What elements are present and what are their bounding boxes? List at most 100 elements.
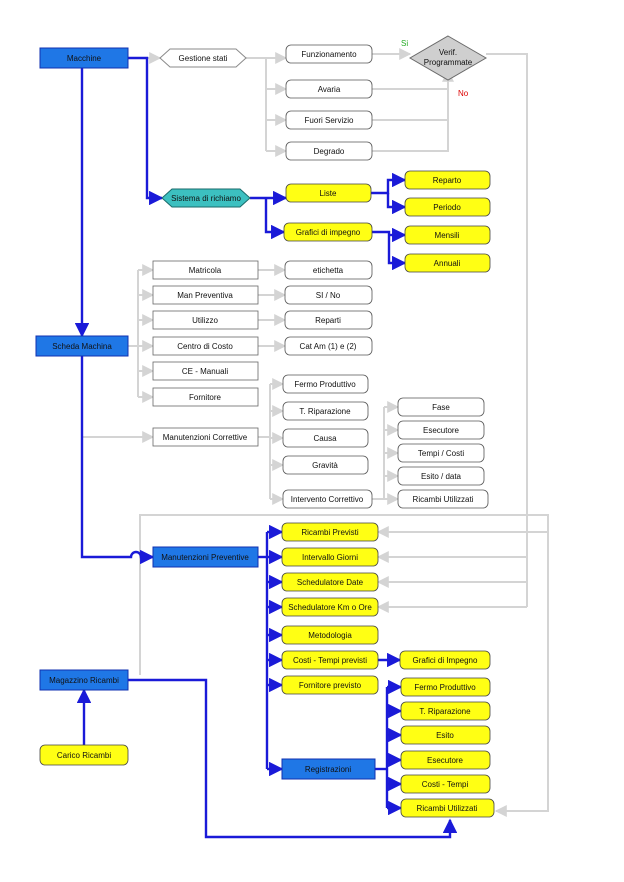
node-grafici-impegno-1-label: Grafici di impegno (296, 228, 361, 237)
node-fermo-produttivo-1[interactable]: Fermo Produttivo (282, 374, 369, 394)
node-metodologia-label: Metodologia (308, 631, 352, 640)
node-annuali[interactable]: Annuali (404, 253, 491, 273)
node-degrado[interactable]: Degrado (285, 141, 373, 161)
node-esecutore-1-label: Esecutore (423, 426, 460, 435)
node-tempi-costi-1[interactable]: Tempi / Costi (397, 443, 485, 463)
node-etichetta[interactable]: etichetta (284, 260, 373, 280)
node-ricambi-utilizzati-1[interactable]: Ricambi Utilizzati (397, 489, 489, 509)
node-man-preventiva[interactable]: Man Preventiva (152, 285, 259, 305)
node-esito-label: Esito (436, 731, 454, 740)
node-liste-label: Liste (320, 189, 337, 198)
node-magazzino-ricambi[interactable]: Magazzino Ricambi (39, 669, 129, 691)
node-degrado-label: Degrado (314, 147, 345, 156)
node-scheda-machina[interactable]: Scheda Machina (35, 335, 129, 357)
node-si-no-label: SI / No (316, 291, 341, 300)
node-ce-manuali-label: CE - Manuali (182, 367, 228, 376)
node-verif-label-line1: Verif. (439, 48, 457, 57)
node-schedulatore-date-label: Schedulatore Date (297, 578, 364, 587)
node-utilizzo[interactable]: Utilizzo (152, 310, 259, 330)
node-cat-am-label: Cat Am (1) e (2) (300, 342, 357, 351)
node-registrazioni-label: Registrazioni (305, 765, 351, 774)
node-fornitore[interactable]: Fornitore (152, 387, 259, 407)
node-esito-data[interactable]: Esito / data (397, 466, 485, 486)
node-t-riparazione-1[interactable]: T. Riparazione (282, 401, 369, 421)
node-grafici-impegno-2[interactable]: Grafici di Impegno (399, 650, 491, 670)
node-mensili[interactable]: Mensili (404, 225, 491, 245)
node-costi-tempi[interactable]: Costi - Tempi (400, 774, 491, 794)
node-man-preventiva-label: Man Preventiva (177, 291, 233, 300)
node-manutenzioni-correttive[interactable]: Manutenzioni Correttive (152, 427, 259, 447)
node-intervento-correttivo[interactable]: Intervento Correttivo (282, 489, 373, 509)
node-scheda-machina-label: Scheda Machina (52, 342, 112, 351)
node-funzionamento-label: Funzionamento (301, 50, 357, 59)
node-matricola[interactable]: Matricola (152, 260, 259, 280)
node-esecutore-2[interactable]: Esecutore (400, 750, 491, 770)
node-ricambi-utilizzati-2-label: Ricambi Utilizzati (417, 804, 478, 813)
node-fuori-servizio-label: Fuori Servizio (305, 116, 354, 125)
node-tempi-costi-1-label: Tempi / Costi (418, 449, 464, 458)
node-esecutore-2-label: Esecutore (427, 756, 464, 765)
node-registrazioni[interactable]: Registrazioni (281, 758, 376, 780)
node-mensili-label: Mensili (435, 231, 460, 240)
node-ricambi-previsti[interactable]: Ricambi Previsti (281, 522, 379, 542)
node-fase[interactable]: Fase (397, 397, 485, 417)
node-verif-label-line2: Programmate (424, 58, 473, 67)
node-fermo-produttivo-2[interactable]: Fermo Produttivo (400, 677, 491, 697)
node-gravita-label: Gravità (312, 461, 338, 470)
node-avaria[interactable]: Avaria (285, 79, 373, 99)
node-periodo[interactable]: Periodo (404, 197, 491, 217)
node-metodologia[interactable]: Metodologia (281, 625, 379, 645)
node-centro-costo-label: Centro di Costo (177, 342, 233, 351)
node-fornitore-previsto-label: Fornitore previsto (299, 681, 362, 690)
node-cat-am[interactable]: Cat Am (1) e (2) (284, 336, 373, 356)
node-causa[interactable]: Causa (282, 428, 369, 448)
blue-connectors (74, 56, 458, 839)
node-verif-programmate[interactable]: Verif. Programmate (409, 35, 487, 81)
node-etichetta-label: etichetta (313, 266, 344, 275)
node-macchine[interactable]: Macchine (39, 47, 129, 69)
node-reparto-label: Reparto (433, 176, 462, 185)
node-gestione-stati-label: Gestione stati (179, 54, 228, 63)
node-si-no[interactable]: SI / No (284, 285, 373, 305)
node-esecutore-1[interactable]: Esecutore (397, 420, 485, 440)
no-label: No (458, 89, 469, 98)
node-annuali-label: Annuali (434, 259, 461, 268)
node-centro-costo[interactable]: Centro di Costo (152, 336, 259, 356)
node-schedulatore-km[interactable]: Schedulatore Km o Ore (281, 597, 379, 617)
grey-connectors (82, 48, 549, 817)
node-ricambi-utilizzati-2[interactable]: Ricambi Utilizzati (400, 798, 495, 818)
node-manutenzioni-correttive-label: Manutenzioni Correttive (163, 433, 248, 442)
node-costi-tempi-previsti[interactable]: Costi - Tempi previsti (281, 650, 379, 670)
node-avaria-label: Avaria (318, 85, 341, 94)
node-costi-tempi-label: Costi - Tempi (422, 780, 469, 789)
node-manutenzioni-preventive[interactable]: Manutenzioni Preventive (152, 546, 259, 568)
node-ricambi-previsti-label: Ricambi Previsti (301, 528, 359, 537)
node-t-riparazione-2-label: T. Riparazione (419, 707, 471, 716)
node-reparti[interactable]: Reparti (284, 310, 373, 330)
node-fornitore-previsto[interactable]: Fornitore previsto (281, 675, 379, 695)
node-schedulatore-date[interactable]: Schedulatore Date (281, 572, 379, 592)
node-matricola-label: Matricola (189, 266, 222, 275)
node-t-riparazione-2[interactable]: T. Riparazione (400, 701, 491, 721)
node-funzionamento[interactable]: Funzionamento (285, 44, 373, 64)
node-carico-ricambi-label: Carico Ricambi (57, 751, 111, 760)
node-costi-tempi-previsti-label: Costi - Tempi previsti (293, 656, 367, 665)
node-reparto[interactable]: Reparto (404, 170, 491, 190)
node-t-riparazione-1-label: T. Riparazione (299, 407, 351, 416)
node-schedulatore-km-label: Schedulatore Km o Ore (288, 603, 372, 612)
node-magazzino-ricambi-label: Magazzino Ricambi (49, 676, 119, 685)
node-macchine-label: Macchine (67, 54, 102, 63)
node-liste[interactable]: Liste (285, 183, 372, 203)
node-carico-ricambi[interactable]: Carico Ricambi (39, 744, 129, 766)
node-grafici-impegno-1[interactable]: Grafici di impegno (283, 222, 373, 242)
node-intervento-correttivo-label: Intervento Correttivo (291, 495, 364, 504)
node-sistema-richiamo[interactable]: Sistema di richiamo (161, 188, 251, 208)
node-causa-label: Causa (313, 434, 337, 443)
node-gravita[interactable]: Gravità (282, 455, 369, 475)
node-intervallo-giorni[interactable]: Intervallo Giorni (281, 547, 379, 567)
node-gestione-stati[interactable]: Gestione stati (159, 48, 247, 68)
node-ce-manuali[interactable]: CE - Manuali (152, 361, 259, 381)
node-esito[interactable]: Esito (400, 725, 491, 745)
node-fuori-servizio[interactable]: Fuori Servizio (285, 110, 373, 130)
